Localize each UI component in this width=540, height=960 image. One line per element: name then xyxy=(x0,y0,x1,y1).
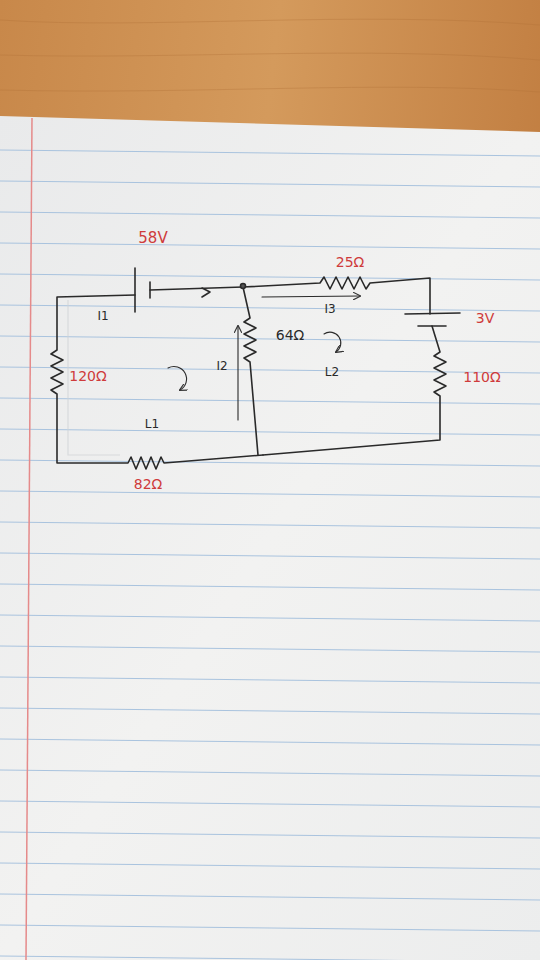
current-arrow xyxy=(202,288,210,297)
current-label: I3 xyxy=(324,303,335,315)
resistance-label: 64Ω xyxy=(276,328,305,342)
current-label: I2 xyxy=(216,360,227,372)
ruled-line xyxy=(0,181,540,187)
paper-sheet xyxy=(0,116,540,960)
ruled-line xyxy=(0,956,540,960)
ruled-line xyxy=(0,615,540,621)
ruled-line xyxy=(0,150,540,156)
ruled-line xyxy=(0,212,540,218)
current-label: I1 xyxy=(97,310,108,322)
ruled-line xyxy=(0,677,540,683)
ruled-line xyxy=(0,522,540,528)
resistance-label: 25Ω xyxy=(336,255,365,269)
loop-label: L2 xyxy=(325,366,339,378)
circuit-wires xyxy=(51,268,460,469)
loop-label: L1 xyxy=(145,418,159,430)
ruled-line xyxy=(0,243,540,249)
ruled-line xyxy=(0,274,540,280)
loop-arrow xyxy=(324,332,341,352)
ruled-line xyxy=(0,336,540,342)
ruled-line xyxy=(0,894,540,900)
current-arrow xyxy=(262,296,360,297)
ruled-lines xyxy=(0,150,540,960)
resistance-label: 110Ω xyxy=(463,370,500,384)
resistance-label: 120Ω xyxy=(69,369,106,383)
ruled-line xyxy=(0,801,540,807)
battery-plate xyxy=(134,268,136,312)
ruled-line xyxy=(0,863,540,869)
ruled-line xyxy=(0,491,540,497)
battery-plate xyxy=(405,313,460,314)
ruled-line xyxy=(0,925,540,931)
resistor-64-wire xyxy=(243,287,258,455)
ruled-line xyxy=(0,398,540,404)
loop-trace xyxy=(68,300,120,455)
resistance-label: 82Ω xyxy=(134,477,163,491)
resistor-25-wire xyxy=(150,277,430,314)
resistor-110-wire xyxy=(263,326,446,455)
loop-arrow xyxy=(168,366,187,390)
ruled-line xyxy=(0,646,540,652)
ruled-line xyxy=(0,770,540,776)
ruled-line xyxy=(0,708,540,714)
ruled-line xyxy=(0,832,540,838)
ruled-line xyxy=(0,584,540,590)
ruled-line xyxy=(0,553,540,559)
ruled-line xyxy=(0,739,540,745)
ruled-line xyxy=(0,429,540,435)
voltage-label: 3V xyxy=(476,311,494,325)
voltage-label: 58V xyxy=(138,231,167,246)
junction-dot xyxy=(241,284,246,289)
ruled-line xyxy=(0,305,540,311)
margin-line xyxy=(26,118,32,960)
current-arrow xyxy=(237,326,238,420)
resistor-120-82-wire xyxy=(51,295,263,469)
